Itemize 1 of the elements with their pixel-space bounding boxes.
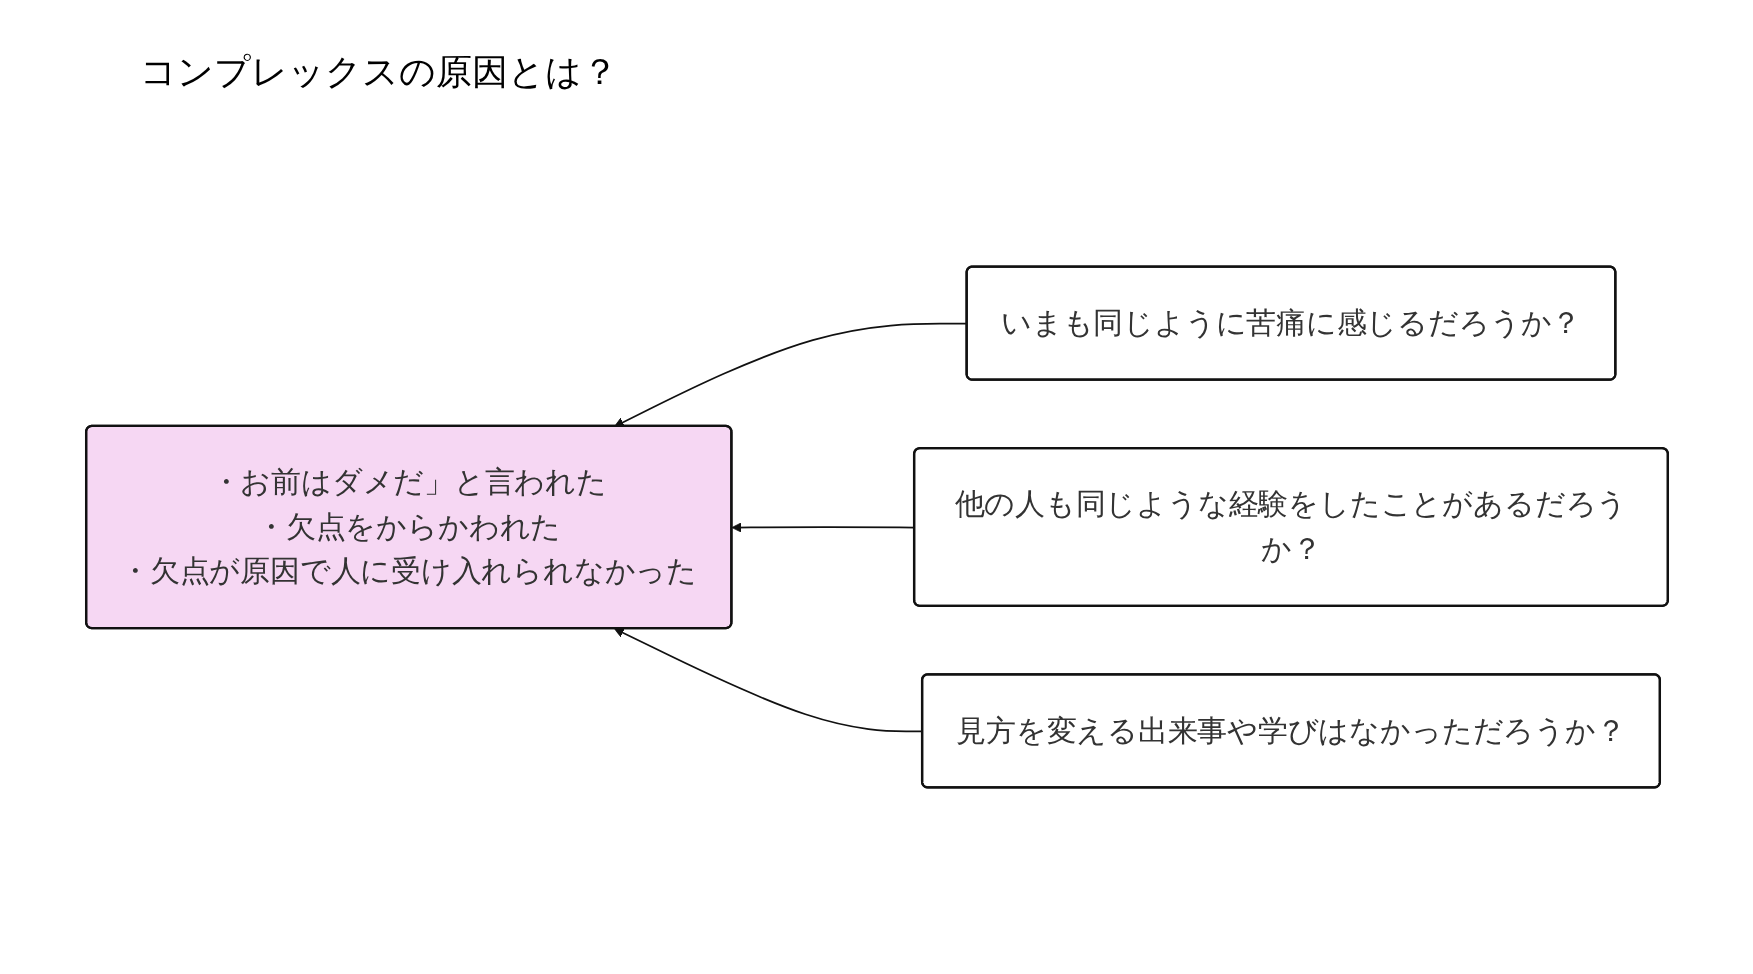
diagram-title: コンプレックスの原因とは？ — [140, 49, 618, 94]
